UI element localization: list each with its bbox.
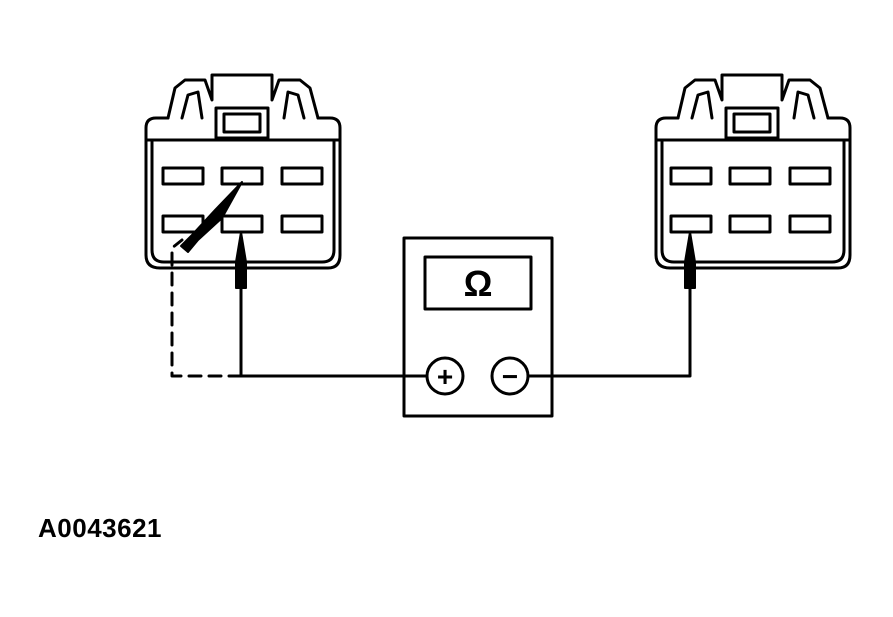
right-connector <box>654 73 852 270</box>
left-probe-diagonal <box>180 181 243 253</box>
figure-id: A0043621 <box>38 513 162 543</box>
right-probe-vertical <box>684 231 696 289</box>
left-probe-vertical <box>235 231 247 289</box>
ohmmeter <box>402 236 554 418</box>
test-leads-dashed <box>170 238 243 378</box>
meter-display <box>423 255 533 311</box>
ohm-symbol: Ω <box>464 263 493 304</box>
plus-symbol: + <box>437 361 453 392</box>
minus-symbol: − <box>502 361 518 392</box>
